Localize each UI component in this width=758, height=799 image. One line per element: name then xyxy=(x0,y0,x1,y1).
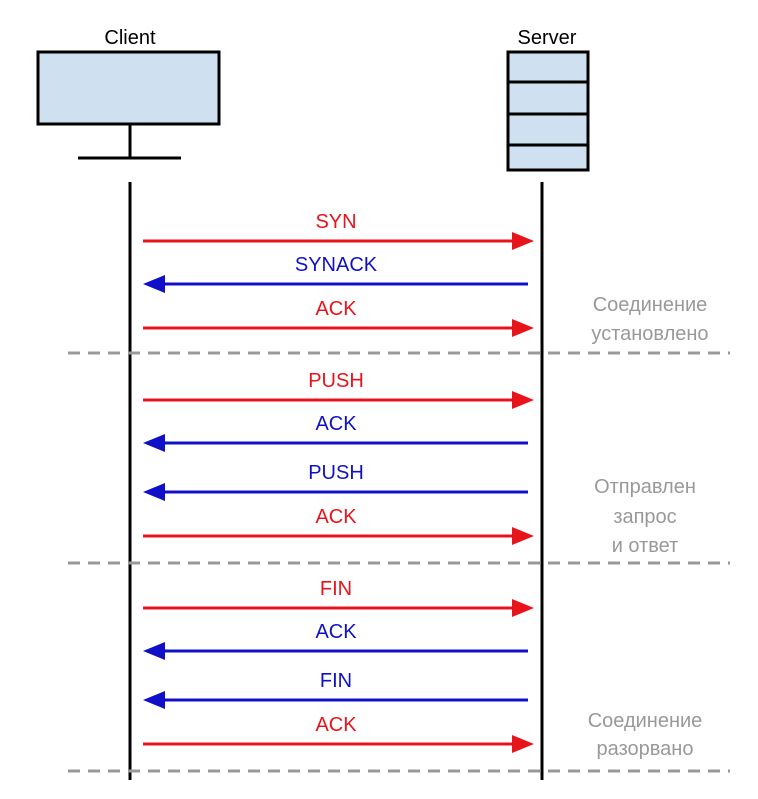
message-ack-to-server: ACK xyxy=(143,298,534,337)
message-fin-to-client: FIN xyxy=(143,670,528,709)
arrowhead-icon xyxy=(512,735,534,753)
arrowhead-icon xyxy=(143,483,165,501)
arrowhead-icon xyxy=(512,599,534,617)
monitor-icon xyxy=(36,50,221,160)
server-label: Server xyxy=(518,27,577,49)
svg-text:разорвано: разорвано xyxy=(597,738,694,760)
svg-text:Соединение: Соединение xyxy=(593,294,708,316)
message-label: SYN xyxy=(315,211,356,233)
message-label: ACK xyxy=(315,298,357,320)
arrowhead-icon xyxy=(143,691,165,709)
phase-label-request-response: Отправлен запрос и ответ xyxy=(594,476,696,557)
svg-text:и ответ: и ответ xyxy=(612,535,679,557)
message-label: FIN xyxy=(320,578,352,600)
message-label: PUSH xyxy=(308,462,364,484)
phase-label-closed: Соединение разорвано xyxy=(588,710,703,760)
svg-text:Отправлен: Отправлен xyxy=(594,476,696,498)
message-push-to-client: PUSH xyxy=(143,462,528,501)
message-synack-to-client: SYNACK xyxy=(143,254,528,293)
message-label: FIN xyxy=(320,670,352,692)
message-label: PUSH xyxy=(308,370,364,392)
svg-text:Соединение: Соединение xyxy=(588,710,703,732)
arrowhead-icon xyxy=(143,275,165,293)
arrowhead-icon xyxy=(512,391,534,409)
message-label: ACK xyxy=(315,506,357,528)
message-label: ACK xyxy=(315,714,357,736)
client-label: Client xyxy=(104,27,156,49)
message-label: ACK xyxy=(315,621,357,643)
arrowhead-icon xyxy=(512,232,534,250)
svg-text:установлено: установлено xyxy=(591,323,708,345)
server-rack-icon xyxy=(506,50,590,172)
message-label: SYNACK xyxy=(295,254,378,276)
message-push-to-server: PUSH xyxy=(143,370,534,409)
arrowhead-icon xyxy=(143,434,165,452)
arrowhead-icon xyxy=(512,319,534,337)
message-label: ACK xyxy=(315,413,357,435)
phase-label-established: Соединение установлено xyxy=(591,294,708,345)
message-ack-to-client: ACK xyxy=(143,621,528,660)
message-list: SYN SYNACK ACK PUSH ACK PUSH ACK FIN ACK FIN ACK xyxy=(143,211,534,753)
message-ack-to-server: ACK xyxy=(143,506,534,545)
svg-text:запрос: запрос xyxy=(613,506,676,528)
message-syn-to-server: SYN xyxy=(143,211,534,250)
arrowhead-icon xyxy=(143,642,165,660)
message-fin-to-server: FIN xyxy=(143,578,534,617)
message-ack-to-client: ACK xyxy=(143,413,528,452)
arrowhead-icon xyxy=(512,527,534,545)
message-ack-to-server: ACK xyxy=(143,714,534,753)
